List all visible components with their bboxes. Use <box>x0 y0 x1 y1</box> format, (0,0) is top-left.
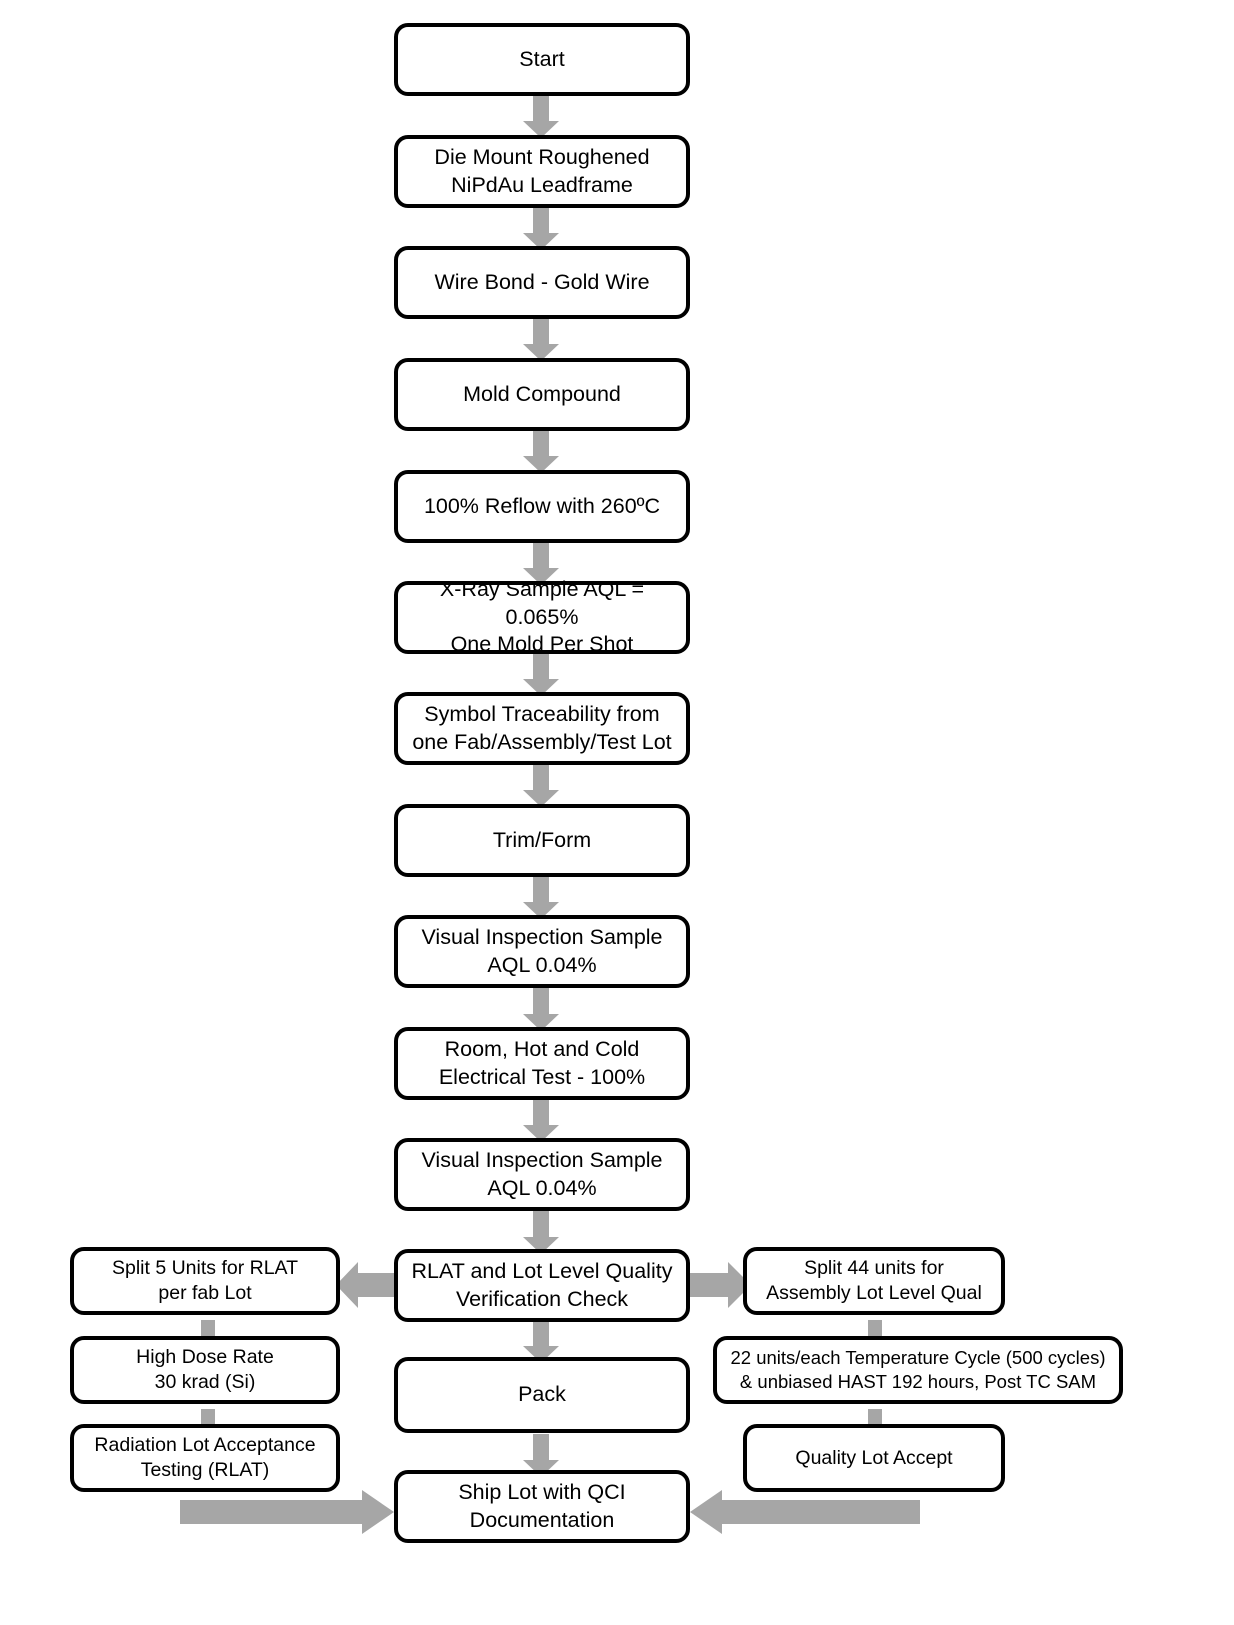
arrow-rlat-testing-to-ship-lot <box>180 1490 395 1536</box>
arrow-xray-to-symbol <box>521 653 561 697</box>
node-trim-form-label: Trim/Form <box>492 827 592 852</box>
node-rlat-testing-label: Radiation Lot Acceptance Testing (RLAT) <box>94 1434 316 1481</box>
node-trim-form[interactable]: Trim/Form <box>394 804 690 877</box>
node-rlat-quality-check-label: RLAT and Lot Level Quality Verification … <box>411 1258 673 1311</box>
node-split-5-units[interactable]: Split 5 Units for RLAT per fab Lot <box>70 1247 340 1315</box>
node-electrical-test[interactable]: Room, Hot and Cold Electrical Test - 100… <box>394 1027 690 1100</box>
arrow-die-mount-to-wire-bond <box>521 207 561 251</box>
arrow-mold-to-reflow <box>521 430 561 474</box>
node-quality-lot-accept-label: Quality Lot Accept <box>795 1446 953 1469</box>
node-visual-inspection-1[interactable]: Visual Inspection Sample AQL 0.04% <box>394 915 690 988</box>
node-quality-lot-accept[interactable]: Quality Lot Accept <box>743 1424 1005 1492</box>
node-visual-inspection-2[interactable]: Visual Inspection Sample AQL 0.04% <box>394 1138 690 1211</box>
arrow-quality-accept-to-ship-lot <box>690 1490 920 1536</box>
arrow-symbol-to-trim <box>521 764 561 808</box>
node-split-44-units-label: Split 44 units for Assembly Lot Level Qu… <box>766 1257 982 1304</box>
node-reflow-label: 100% Reflow with 260ºC <box>423 493 661 518</box>
node-mold-compound[interactable]: Mold Compound <box>394 358 690 431</box>
node-start-label: Start <box>519 46 565 71</box>
node-rlat-testing[interactable]: Radiation Lot Acceptance Testing (RLAT) <box>70 1424 340 1492</box>
arrow-pack-to-ship-lot <box>521 1434 561 1478</box>
arrow-visual1-to-etest <box>521 988 561 1032</box>
node-temperature-cycle-label: 22 units/each Temperature Cycle (500 cyc… <box>730 1347 1106 1392</box>
node-ship-lot-label: Ship Lot with QCI Documentation <box>458 1479 626 1532</box>
arrow-rlat-check-to-split44 <box>690 1259 752 1311</box>
arrow-visual2-to-rlat-check <box>521 1211 561 1255</box>
arrow-start-to-die-mount <box>521 95 561 139</box>
node-x-ray[interactable]: X-Ray Sample AQL = 0.065% One Mold Per S… <box>394 577 690 656</box>
node-split-5-units-label: Split 5 Units for RLAT per fab Lot <box>111 1257 299 1304</box>
node-split-44-units[interactable]: Split 44 units for Assembly Lot Level Qu… <box>743 1247 1005 1315</box>
node-mold-compound-label: Mold Compound <box>463 381 621 406</box>
arrow-wire-bond-to-mold <box>521 318 561 362</box>
node-visual-inspection-1-label: Visual Inspection Sample AQL 0.04% <box>421 924 663 977</box>
arrow-reflow-to-xray <box>521 542 561 586</box>
node-high-dose-rate[interactable]: High Dose Rate 30 krad (Si) <box>70 1336 340 1404</box>
node-temperature-cycle[interactable]: 22 units/each Temperature Cycle (500 cyc… <box>713 1336 1123 1404</box>
node-reflow[interactable]: 100% Reflow with 260ºC <box>394 470 690 543</box>
node-pack-label: Pack <box>518 1382 566 1407</box>
node-electrical-test-label: Room, Hot and Cold Electrical Test - 100… <box>438 1036 646 1089</box>
node-ship-lot[interactable]: Ship Lot with QCI Documentation <box>394 1470 690 1543</box>
node-rlat-quality-check[interactable]: RLAT and Lot Level Quality Verification … <box>394 1249 690 1322</box>
node-start[interactable]: Start <box>394 23 690 96</box>
arrow-trim-to-visual1 <box>521 876 561 920</box>
arrow-etest-to-visual2 <box>521 1099 561 1143</box>
node-symbol-traceability-label: Symbol Traceability from one Fab/Assembl… <box>412 701 672 754</box>
node-die-mount[interactable]: Die Mount Roughened NiPdAu Leadframe <box>394 135 690 208</box>
node-x-ray-label: X-Ray Sample AQL = 0.065% One Mold Per S… <box>439 577 645 657</box>
node-wire-bond[interactable]: Wire Bond - Gold Wire <box>394 246 690 319</box>
node-die-mount-label: Die Mount Roughened NiPdAu Leadframe <box>434 144 650 197</box>
arrow-rlat-check-to-split5 <box>335 1259 395 1311</box>
node-symbol-traceability[interactable]: Symbol Traceability from one Fab/Assembl… <box>394 692 690 765</box>
node-visual-inspection-2-label: Visual Inspection Sample AQL 0.04% <box>421 1147 663 1200</box>
node-high-dose-rate-label: High Dose Rate 30 krad (Si) <box>136 1346 274 1393</box>
arrow-rlat-check-to-pack <box>521 1320 561 1364</box>
node-pack[interactable]: Pack <box>394 1357 690 1433</box>
node-wire-bond-label: Wire Bond - Gold Wire <box>434 269 650 294</box>
